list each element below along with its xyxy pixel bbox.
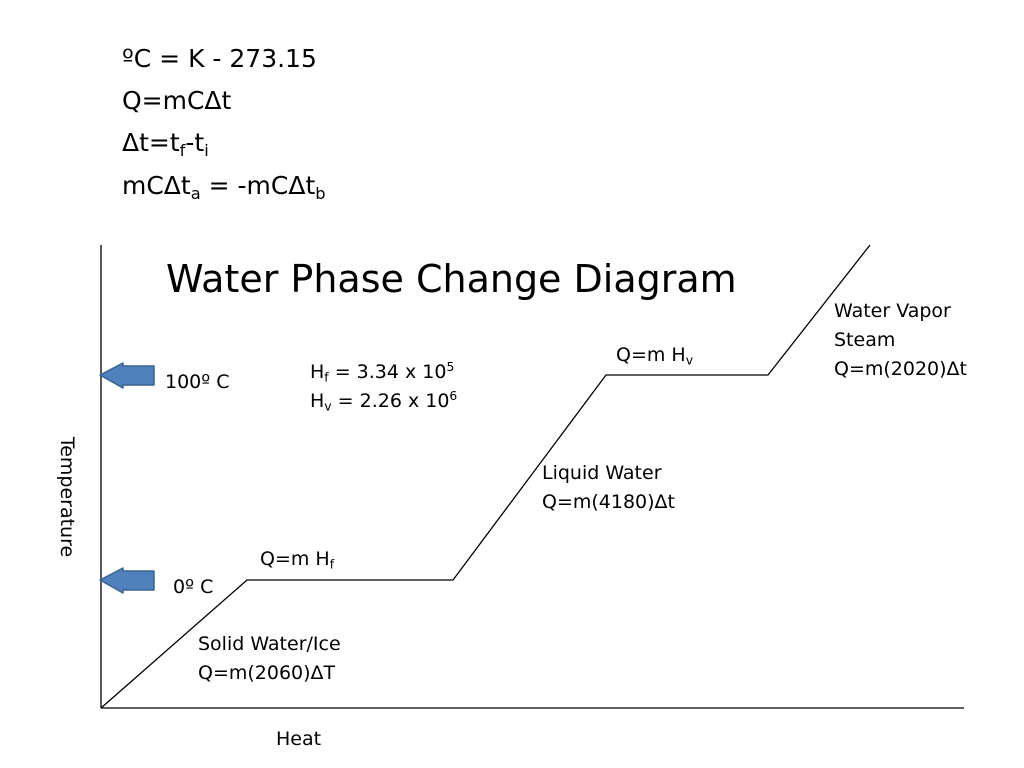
hf-constant: Hf = 3.34 x 105 — [310, 358, 454, 387]
boiling-equation: Q=m Hv — [616, 341, 693, 370]
melting-equation-sub: f — [329, 557, 335, 572]
diagram-title: Water Phase Change Diagram — [166, 257, 737, 301]
formula-delta-t-sub-i: i — [204, 140, 209, 160]
boiling-point-arrow-icon — [99, 362, 155, 389]
hf-sub: f — [324, 370, 329, 385]
formula-heat-balance-part2: = -mCΔt — [200, 171, 316, 200]
solid-phase-name: Solid Water/Ice — [198, 633, 341, 655]
hv-value: = 2.26 x 10 — [331, 390, 450, 412]
formula-heat-balance: mCΔta = -mCΔtb — [122, 171, 326, 203]
formula-delta-t: Δt=tf-ti — [122, 128, 209, 160]
solid-phase-equation: Q=m(2060)ΔT — [198, 662, 336, 684]
melting-equation-text: Q=m H — [260, 548, 330, 570]
boiling-point-label: 100º C — [165, 371, 230, 393]
formula-heat-balance-sub-a: a — [190, 183, 201, 203]
hv-constant: Hv = 2.26 x 106 — [310, 387, 457, 416]
melting-equation: Q=m Hf — [260, 545, 334, 574]
hv-sub: v — [324, 399, 332, 414]
y-axis-label: Temperature — [56, 436, 78, 558]
vapor-phase-equation: Q=m(2020)Δt — [834, 358, 968, 380]
hf-value: = 3.34 x 10 — [328, 361, 447, 383]
formula-heat-balance-part1: mCΔt — [122, 171, 191, 200]
hv-exponent: 6 — [449, 389, 458, 404]
formula-celsius-kelvin: ºC = K - 273.15 — [122, 44, 317, 73]
hf-exponent: 5 — [446, 360, 455, 375]
freezing-point-label: 0º C — [173, 576, 214, 598]
formula-heat-balance-sub-b: b — [315, 183, 326, 203]
liquid-phase-equation: Q=m(4180)Δt — [542, 491, 676, 513]
formula-delta-t-part1: Δt=t — [122, 128, 180, 157]
hf-symbol: H — [310, 361, 325, 383]
freezing-point-arrow-icon — [99, 567, 155, 594]
formula-heat: Q=mCΔt — [122, 86, 232, 115]
boiling-equation-sub: v — [685, 353, 694, 368]
formula-delta-t-part2: -t — [185, 128, 205, 157]
heating-curve — [100, 244, 871, 709]
formula-delta-t-sub-f: f — [179, 140, 186, 160]
liquid-phase-name: Liquid Water — [542, 462, 662, 484]
vapor-phase-name: Water Vapor — [834, 300, 951, 322]
x-axis-label: Heat — [276, 728, 322, 750]
hv-symbol: H — [310, 390, 325, 412]
boiling-equation-text: Q=m H — [616, 344, 686, 366]
steam-phase-name: Steam — [834, 329, 896, 351]
